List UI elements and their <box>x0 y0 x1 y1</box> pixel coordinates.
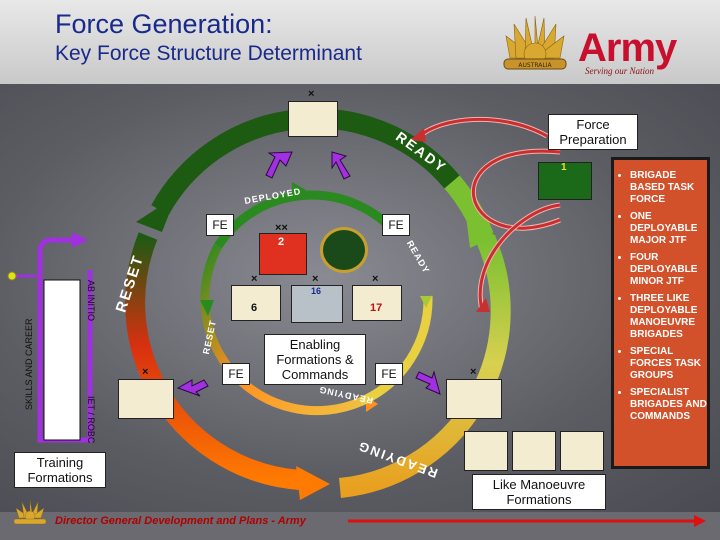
brigade-list-item: FOUR DEPLOYABLE MINOR JTF <box>630 252 707 288</box>
rising-sun-badge-icon: AUSTRALIA <box>503 15 567 70</box>
unit-like-manoeuvre-3 <box>560 431 604 471</box>
inner-arrowhead-deployed <box>292 182 306 198</box>
unit-div-17 <box>352 285 402 321</box>
like-manoeuvre-line1: Like Manoeuvre <box>492 477 586 492</box>
force-preparation-line1: Force <box>576 117 610 132</box>
div-17-number: 17 <box>370 302 383 314</box>
div-16-number: 16 <box>311 286 322 296</box>
unit-jtf <box>259 233 307 275</box>
page-title: Force Generation: <box>55 9 273 39</box>
purple-arrow-right <box>415 370 441 395</box>
enabling-line1: Enabling <box>289 337 341 352</box>
unit-div-16 <box>291 285 343 323</box>
red-arrowhead-readying <box>476 298 490 312</box>
enabling-line2: Formations & <box>276 352 354 367</box>
skills-career-label: SKILLS AND CAREER <box>24 318 34 410</box>
brigade-list-item: THREE LIKE DEPLOYABLE MANOEUVRE BRIGADES <box>630 293 707 341</box>
x-symbol-div16: × <box>312 273 319 285</box>
like-manoeuvre-box: Like Manoeuvre Formations <box>472 474 606 510</box>
outer-arrowhead-deployed <box>136 196 176 232</box>
fe-box-bottom-right: FE <box>375 363 403 385</box>
jtf-number: 2 <box>278 236 285 248</box>
badge-text: AUSTRALIA <box>518 62 552 69</box>
footer-badge-icon <box>13 499 47 525</box>
force-preparation-box: Force Preparation <box>548 114 638 150</box>
red-arrowhead-ready <box>410 128 426 142</box>
inner-arc-deployed <box>214 190 399 249</box>
training-line1: Training <box>36 455 84 470</box>
header <box>0 0 720 84</box>
footer-arrowhead <box>694 515 706 527</box>
brigade-list: BRIGADE BASED TASK FORCE ONE DEPLOYABLE … <box>614 170 707 423</box>
brand-name: Army <box>578 26 677 70</box>
fe-box-top-right: FE <box>382 214 410 236</box>
training-box: Training Formations <box>14 452 106 488</box>
outer-arc-ready <box>444 175 494 240</box>
footer-text: Director General Development and Plans -… <box>55 515 306 527</box>
like-manoeuvre-line2: Formations <box>506 492 572 507</box>
brigade-list-item: ONE DEPLOYABLE MAJOR JTF <box>630 211 707 247</box>
div-6-number: 6 <box>251 302 258 314</box>
x-symbol-left: × <box>142 366 149 378</box>
unit-like-manoeuvre-2 <box>512 431 556 471</box>
unit-command-crest <box>320 227 368 273</box>
special-forces-number: 1 <box>561 162 567 173</box>
brigade-list-item: BRIGADE BASED TASK FORCE <box>630 170 707 206</box>
fe-box-bottom-left: FE <box>222 363 250 385</box>
enabling-box: Enabling Formations & Commands <box>264 334 366 385</box>
outer-arrowhead-reset <box>296 466 330 500</box>
brand-tagline: Serving our Nation <box>585 66 654 76</box>
training-loop-start-dot <box>7 271 17 281</box>
x-symbol-div17: × <box>372 273 379 285</box>
purple-arrow-upright <box>331 151 351 180</box>
brigade-task-force-panel: BRIGADE BASED TASK FORCE ONE DEPLOYABLE … <box>611 157 710 469</box>
unit-top-brigade <box>288 101 338 137</box>
ab-initio-label: AB INITIO <box>86 280 96 322</box>
xx-symbol-jtf: ×× <box>275 222 288 234</box>
training-line2: Formations <box>27 470 93 485</box>
unit-special-forces <box>538 162 592 200</box>
unit-right-brigade <box>446 379 502 419</box>
x-symbol-top: × <box>308 88 315 100</box>
fe-box-top-left: FE <box>206 214 234 236</box>
x-symbol-div6: × <box>251 273 258 285</box>
force-preparation-line2: Preparation <box>559 132 627 147</box>
purple-arrow-upleft <box>265 151 293 179</box>
brigade-list-item: SPECIALIST BRIGADES AND COMMANDS <box>630 387 707 423</box>
x-symbol-right: × <box>470 366 477 378</box>
training-units-column <box>43 279 81 441</box>
training-loop-arrowhead <box>72 232 88 248</box>
inner-arrowhead-ready <box>420 296 432 308</box>
inner-arc-readying <box>358 295 433 407</box>
brigade-list-item: SPECIAL FORCES TASK GROUPS <box>630 346 707 382</box>
inner-arrowhead-reset <box>200 300 214 316</box>
iet-robc-label: IET / ROBC <box>86 396 96 444</box>
unit-div-6 <box>231 285 281 321</box>
page-subtitle: Key Force Structure Determinant <box>55 42 362 65</box>
enabling-line3: Commands <box>281 367 349 382</box>
unit-like-manoeuvre-1 <box>464 431 508 471</box>
unit-left-brigade <box>118 379 174 419</box>
purple-arrow-left <box>176 379 209 397</box>
